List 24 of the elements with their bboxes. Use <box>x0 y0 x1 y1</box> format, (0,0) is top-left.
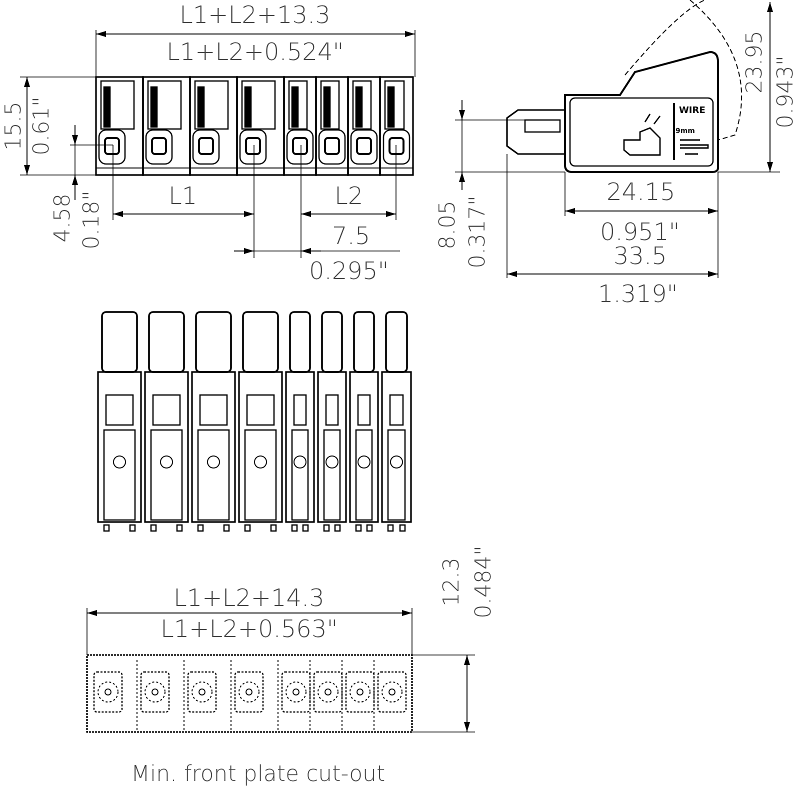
dimension-value: 0.951" <box>600 220 680 244</box>
dimension-value: 0.484" <box>473 545 496 619</box>
dimension-value: 24.15 <box>606 180 676 204</box>
dimension-value: 0.18" <box>81 190 104 250</box>
dimension-value: L1+L2+0.563" <box>160 617 338 641</box>
dimension-value: 23.95 <box>744 30 766 94</box>
dimension-value: 0.943" <box>775 55 798 129</box>
caption: Min. front plate cut-out <box>131 764 386 786</box>
dimension-value: 7.5 <box>332 224 370 248</box>
dimension-value: 0.61" <box>31 96 54 156</box>
dimension-value: L1+L2+0.524" <box>166 40 344 64</box>
dimension-value: 8.05 <box>437 200 459 250</box>
dimension-label: L1 <box>168 184 198 208</box>
dimension-value: 4.58 <box>52 194 74 242</box>
dimension-value: L1+L2+14.3 <box>174 586 324 610</box>
dimension-value: 0.295" <box>309 259 389 283</box>
product-marking: WIRE <box>679 106 706 116</box>
dimension-value: 1.319" <box>598 282 678 306</box>
dimension-label: L2 <box>334 184 364 208</box>
dimension-value: 12.3 <box>441 558 463 606</box>
dimension-value: 0.317" <box>467 195 490 269</box>
dimension-value: 15.5 <box>3 102 25 150</box>
dimension-value: 33.5 <box>614 244 667 268</box>
dimension-value: L1+L2+13.3 <box>180 3 330 27</box>
